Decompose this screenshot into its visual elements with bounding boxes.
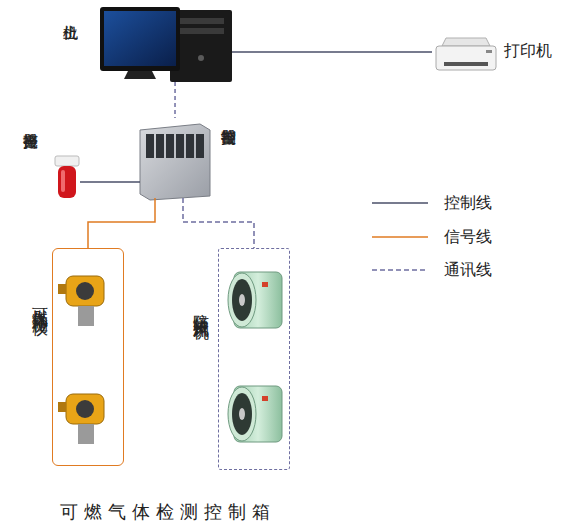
cabinet-panel	[146, 134, 154, 158]
alarm-controller: 报警控制器	[140, 118, 240, 198]
fan-plate	[262, 282, 268, 287]
computer-icon	[100, 7, 232, 82]
fan-hub	[239, 408, 245, 420]
cabinet-panel	[176, 134, 184, 158]
detector-port	[58, 402, 66, 412]
strobe-alarm: 声光报警器	[22, 120, 80, 205]
gas-detector-icon	[58, 394, 104, 444]
connector-line	[183, 198, 254, 248]
node-label: 防爆轴流风机	[192, 301, 209, 313]
printer-paper-tray	[442, 38, 490, 46]
drive-bay	[178, 28, 224, 34]
axial-fan-icon	[228, 386, 282, 442]
detector-head	[66, 276, 104, 306]
connector-line	[80, 181, 140, 183]
detector-display	[76, 282, 94, 300]
fan-group: 防爆轴流风机	[218, 248, 290, 470]
alarm-controller-icon	[140, 124, 210, 200]
detector-port	[58, 284, 66, 294]
detector-display	[76, 400, 94, 418]
alarm-base	[55, 156, 79, 166]
axial-fan-icon	[228, 272, 282, 328]
detector-head	[66, 394, 104, 424]
alarm-highlight	[61, 170, 65, 192]
gas-detector-icon	[58, 276, 104, 326]
fan-grille	[232, 393, 252, 435]
printer-icon	[436, 38, 496, 70]
strobe-alarm-icon	[55, 156, 79, 198]
printer-body	[436, 46, 496, 70]
node-label: 可燃气体检测仪	[31, 295, 48, 309]
legend-line-sample	[372, 202, 428, 204]
legend-line-sample	[372, 269, 428, 271]
cabinet-panel	[166, 134, 174, 158]
node-label: 打印机	[504, 43, 552, 60]
legend-line-sample	[372, 236, 428, 238]
cabinet-panel	[186, 134, 194, 158]
power-button	[198, 55, 204, 61]
monitor-screen	[104, 11, 176, 66]
legend-label: 通讯线	[444, 260, 492, 281]
detector-sensor	[78, 306, 94, 326]
fan-plate	[262, 396, 268, 401]
fan-grille	[232, 279, 252, 321]
cabinet-body	[140, 124, 210, 200]
cabinet-panel	[156, 134, 164, 158]
printer-button	[486, 50, 492, 53]
detector-group: 可燃气体检测仪	[52, 248, 124, 466]
detector-sensor	[78, 424, 94, 444]
printer: 打印机	[432, 27, 560, 77]
connector-line	[232, 51, 432, 53]
monitor-frame	[100, 7, 180, 71]
fan-face	[228, 273, 256, 327]
connector-line	[88, 198, 155, 248]
connector-line	[174, 82, 176, 118]
cabinet-panel	[196, 134, 204, 158]
printer-slot	[444, 62, 488, 66]
drive-bay	[178, 18, 224, 24]
alarm-lamp	[58, 166, 76, 198]
legend-label: 控制线	[444, 193, 492, 214]
legend-label: 信号线	[444, 227, 492, 248]
host-computer: 上位机	[60, 5, 232, 82]
fan-face	[228, 387, 256, 441]
monitor-stand	[124, 71, 156, 79]
fan-hub	[239, 294, 245, 306]
diagram-caption: 可燃气体检测控制箱	[60, 500, 276, 524]
